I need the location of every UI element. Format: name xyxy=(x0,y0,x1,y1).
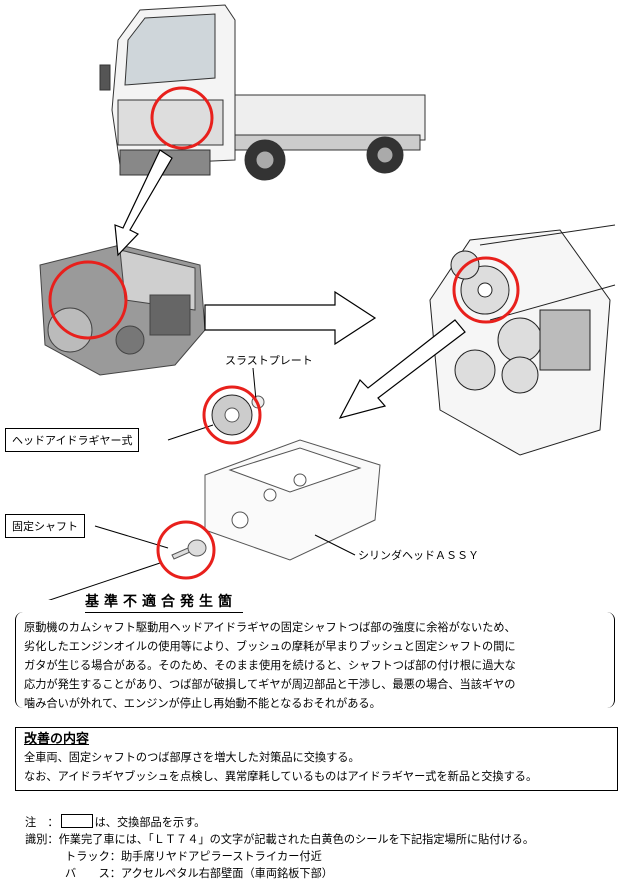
defect-line: 原動機のカムシャフト駆動用ヘッドアイドラギヤの固定シャフトつば部の強度に余裕がな… xyxy=(24,621,516,634)
defect-description: 原動機のカムシャフト駆動用ヘッドアイドラギヤの固定シャフトつば部の強度に余裕がな… xyxy=(15,612,615,710)
defect-line: ガタが生じる場合がある。そのため、そのまま使用を続けると、シャフトつば部の付け根… xyxy=(24,659,516,672)
replacement-part-swatch xyxy=(60,814,93,828)
note-label: 注 ： xyxy=(25,816,59,829)
identification-label: 識別： xyxy=(25,833,59,846)
improvement-title: 改善の内容 xyxy=(24,732,90,747)
improvement-line: なお、アイドラギヤブッシュを点検し、異常摩耗しているものはアイドラギヤー式を新品… xyxy=(24,770,538,783)
highlight-circles xyxy=(48,86,520,580)
cylinder-head-label: シリンダヘッドＡＳＳＹ xyxy=(358,549,479,562)
bus-location: バ ス：アクセルペタル右部壁面（車両銘板下部） xyxy=(65,867,333,880)
arrows xyxy=(114,149,466,419)
defect-line: 応力が発生することがあり、つば部が破損してギヤが周辺部品と干渉し、最悪の場合、当… xyxy=(24,678,516,691)
gear-train-diagram xyxy=(429,224,616,456)
truck-illustration xyxy=(99,4,426,181)
identification-text: 作業完了車には、「ＬＴ７４」の文字が記載された白黄色のシールを下記指定場所に貼付… xyxy=(58,833,535,846)
arrow-truck-to-engine xyxy=(114,149,173,257)
defect-line: 噛み合いが外れて、エンジンが停止し再始動不能となるおそれがある。 xyxy=(24,697,381,710)
defect-line: 劣化したエンジンオイルの使用等により、ブッシュの摩耗が早まりブッシュと固定シャフ… xyxy=(24,640,516,653)
head-idler-gear-label: ヘッドアイドラギヤー式 xyxy=(5,428,140,452)
illustrations xyxy=(39,4,616,600)
note-text: は、交換部品を示す。 xyxy=(94,816,206,829)
fixed-shaft-label: 固定シャフト xyxy=(5,514,85,538)
truck-location: トラック：助手席リヤドアピラーストライカー付近 xyxy=(65,850,322,863)
defect-section-title: 基準不適合発生箇 xyxy=(85,591,243,613)
thrust-plate-label: スラストプレート xyxy=(225,354,313,367)
cylinder-head-diagram xyxy=(171,394,381,561)
arrow-gears-to-head xyxy=(338,319,466,419)
notes: 注 ： は、交換部品を示す。 識別：作業完了車には、「ＬＴ７４」の文字が記載された… xyxy=(25,814,534,882)
engine-illustration xyxy=(39,244,206,376)
improvement-line: 全車両、固定シャフトのつば部厚さを増大した対策品に交換する。 xyxy=(24,751,360,764)
arrow-engine-to-gears xyxy=(204,290,377,346)
improvement-box: 改善の内容 全車両、固定シャフトのつば部厚さを増大した対策品に交換する。 なお、… xyxy=(15,727,618,791)
